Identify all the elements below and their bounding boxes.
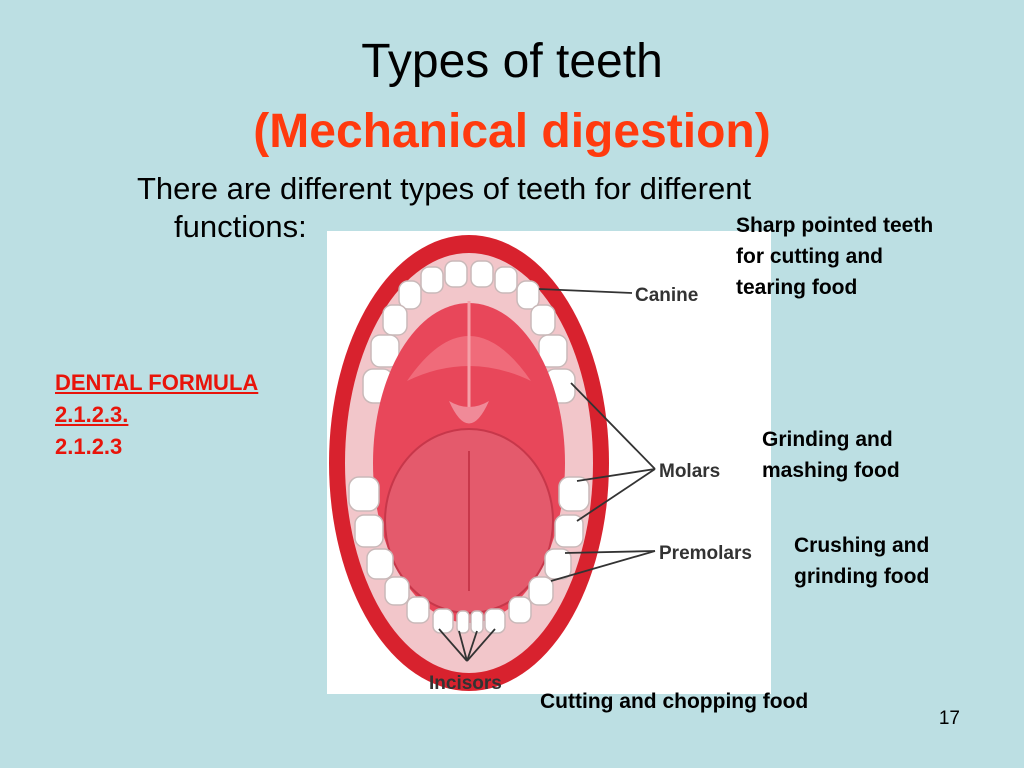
molars-description: Grinding and mashing food (762, 428, 900, 482)
dental-formula-upper: 2.1.2.3. (55, 402, 129, 427)
mouth-diagram: Canine Molars Premolars Incisors (327, 231, 771, 694)
intro-line-1: There are different types of teeth for d… (137, 171, 752, 206)
label-molars: Molars (659, 461, 720, 482)
dental-formula-lower: 2.1.2.3 (55, 434, 123, 459)
intro-text: There are different types of teeth for d… (137, 170, 897, 246)
pointer-lines (438, 288, 656, 662)
page-number: 17 (938, 708, 960, 729)
intro-line-2: functions: (174, 209, 307, 244)
slide-subtitle: (Mechanical digestion) (253, 105, 771, 158)
slide-title: Types of teeth (361, 35, 663, 88)
dental-formula: DENTAL FORMULA 2.1.2.3. 2.1.2.3 (55, 367, 258, 463)
uvula (449, 401, 489, 424)
canine-description: Sharp pointed teeth for cutting and tear… (736, 214, 934, 299)
label-premolars: Premolars (659, 543, 752, 564)
dental-formula-heading: DENTAL FORMULA (55, 370, 259, 395)
mouth-illustration: Canine Molars Premolars Incisors (329, 235, 752, 694)
label-incisors: Incisors (429, 673, 502, 694)
label-canine: Canine (635, 285, 698, 306)
lower-teeth (348, 476, 590, 634)
premolars-description: Crushing and grinding food (794, 534, 930, 588)
incisors-description: Cutting and chopping food (540, 690, 809, 713)
